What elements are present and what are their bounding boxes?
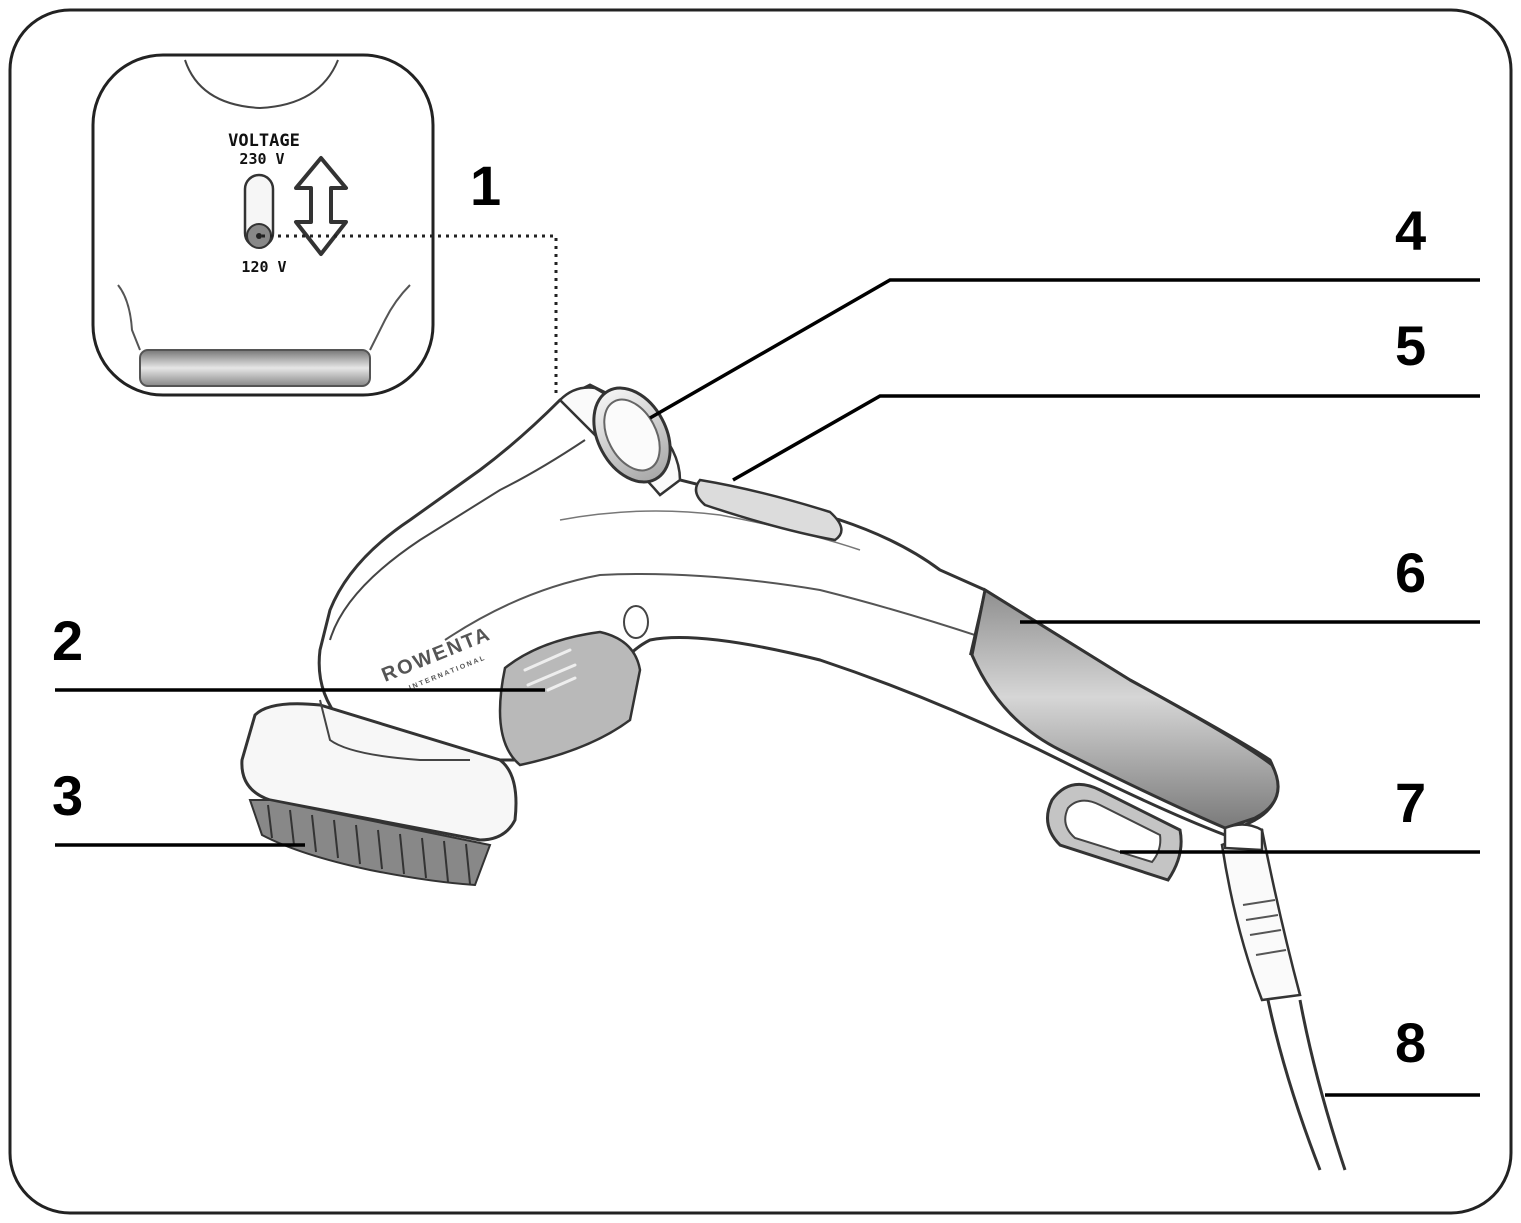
dial-inner	[603, 398, 661, 472]
dotted-leader-1	[262, 234, 558, 396]
voltage-label: VOLTAGE	[228, 131, 300, 151]
head-ridge	[329, 439, 586, 641]
callout-6: 6	[1395, 541, 1426, 604]
callout-5: 5	[1395, 314, 1426, 377]
double-arrow-icon	[294, 156, 348, 256]
leader-4	[649, 278, 1480, 420]
cord-junction	[1223, 823, 1264, 852]
power-cord	[1266, 999, 1322, 1171]
callout-leaders	[55, 278, 1480, 1097]
lock-slider[interactable]	[694, 478, 843, 542]
low-voltage-label: 120 V	[241, 258, 286, 276]
callout-2: 2	[52, 609, 83, 672]
callout-8: 8	[1395, 1011, 1426, 1074]
cord-strain-relief	[1220, 828, 1302, 1002]
brush-head-top	[319, 699, 470, 761]
brush-head[interactable]	[240, 702, 518, 842]
knob-dot	[256, 233, 262, 239]
neck-hole	[623, 605, 649, 639]
bristle-lines	[267, 804, 471, 885]
grip-seam	[969, 589, 986, 656]
callout-4: 4	[1395, 199, 1426, 262]
trigger-ridges	[523, 648, 577, 692]
high-voltage-label: 230 V	[239, 150, 284, 168]
inset-base-band	[139, 349, 371, 387]
hanging-loop-hole	[1064, 799, 1162, 864]
callout-3: 3	[52, 764, 83, 827]
leader-5	[732, 394, 1480, 482]
handle-grip[interactable]	[970, 587, 1280, 830]
cord-label-marks	[1242, 899, 1287, 956]
inset-body-left	[117, 284, 141, 351]
callout-1: 1	[470, 154, 501, 217]
steamer-device: ROWENTA INTERNATIONAL	[240, 383, 1347, 1171]
body-contour	[444, 573, 991, 641]
inset-body-right	[369, 284, 411, 351]
voltage-inset: VOLTAGE 230 V 120 V	[91, 53, 435, 397]
outer-frame	[8, 8, 1513, 1215]
power-cord-inner	[1298, 999, 1347, 1171]
inset-top-notch	[184, 59, 339, 110]
callout-7: 7	[1395, 771, 1426, 834]
